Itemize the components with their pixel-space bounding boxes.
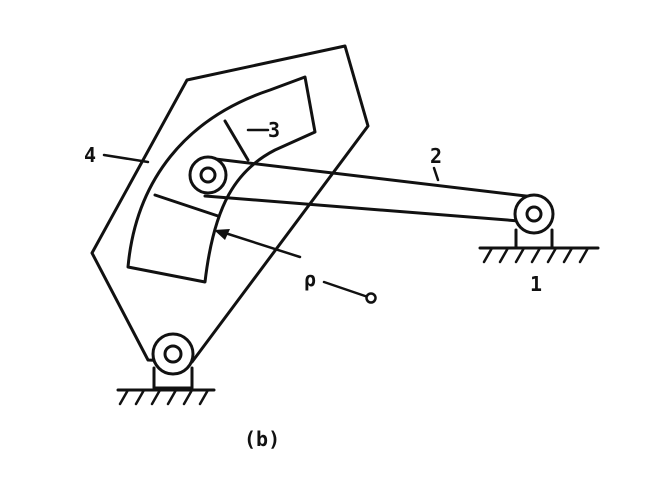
ground-1-hatching	[482, 246, 590, 264]
leader-rho	[220, 230, 302, 259]
pivot-left-outer	[188, 155, 228, 195]
leader-2	[432, 166, 440, 182]
label-link-4: 4	[84, 143, 96, 167]
curvature-center-point	[365, 292, 377, 304]
pivot-bottom-inner	[163, 344, 183, 364]
ground-4-hatching	[118, 388, 210, 406]
curved-slot	[126, 75, 317, 284]
link-2-bar	[203, 156, 536, 224]
leader-4	[102, 153, 150, 164]
figure-caption: (b)	[244, 427, 280, 451]
label-link-2: 2	[430, 144, 442, 168]
pivot-right-outer	[513, 193, 555, 235]
label-slider-3: 3	[268, 118, 280, 142]
pivot-bottom-outer	[151, 332, 195, 376]
slider-block-edge-bottom	[153, 193, 220, 218]
link-4-body	[90, 44, 370, 364]
label-radius-rho: ρ	[304, 267, 316, 291]
label-ground-1: 1	[530, 272, 542, 296]
leader-rho-center	[322, 280, 370, 299]
pivot-right-inner	[525, 205, 543, 223]
rho-arrowhead	[214, 229, 230, 240]
slider-block-edge-top	[223, 119, 250, 162]
ground-4-support	[152, 366, 194, 390]
pivot-left-inner	[199, 166, 217, 184]
